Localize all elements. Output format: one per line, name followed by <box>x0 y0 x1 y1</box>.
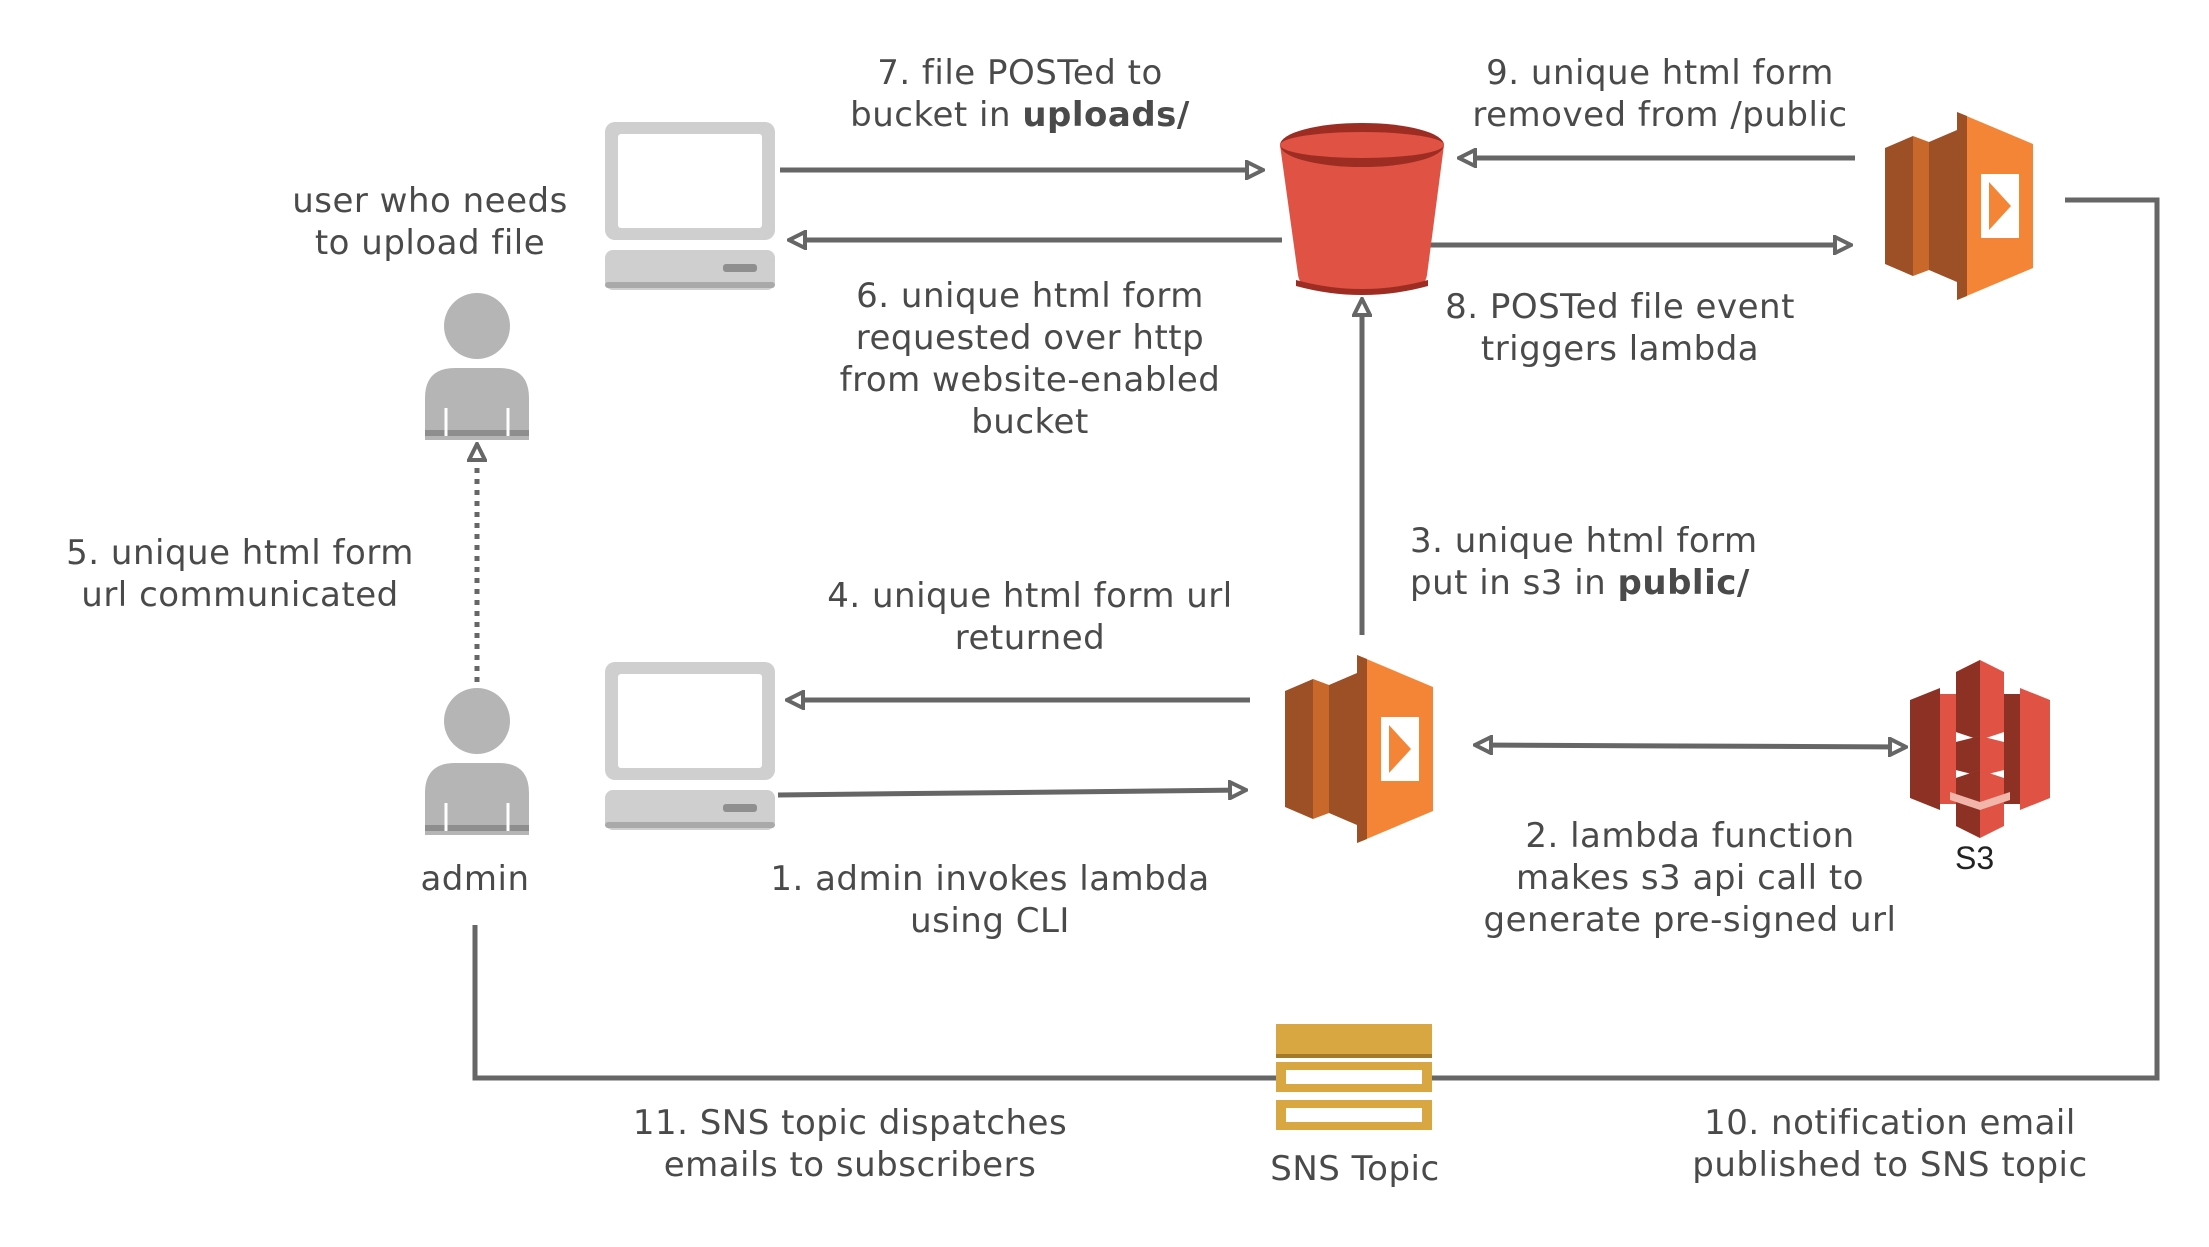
step7-text: 7. file POSTed to bucket in <box>850 53 1163 135</box>
step10-text: 10. notification email published to SNS … <box>1692 1103 2088 1185</box>
s3-service-icon <box>1910 660 2050 838</box>
step11-label: 11. SNS topic dispatches emails to subsc… <box>590 1102 1110 1186</box>
step2-text: 2. lambda function makes s3 api call to … <box>1483 816 1897 940</box>
step9-text: 9. unique html form removed from /public <box>1472 53 1848 135</box>
step3-label: 3. unique html form put in s3 in public/ <box>1410 520 1830 604</box>
step6-label: 6. unique html form requested over http … <box>780 275 1280 443</box>
lambda-icon-middle <box>1285 655 1433 843</box>
step6-text: 6. unique html form requested over http … <box>839 276 1221 442</box>
step8-label: 8. POSTed file event triggers lambda <box>1410 286 1830 370</box>
user-person-icon <box>425 293 529 440</box>
step10-label: 10. notification email published to SNS … <box>1640 1102 2140 1186</box>
lambda-icon-top <box>1885 112 2033 300</box>
line-step11 <box>472 925 1276 1081</box>
user-label: user who needs to upload file <box>270 180 590 264</box>
step7-label: 7. file POSTed to bucket in uploads/ <box>770 52 1270 136</box>
step2-label: 2. lambda function makes s3 api call to … <box>1440 815 1940 941</box>
arrow-step1 <box>777 790 1245 795</box>
step1-text: 1. admin invokes lambda using CLI <box>770 859 1210 941</box>
step5-text: 5. unique html form url communicated <box>66 533 414 615</box>
s3-service-label-text: S3 <box>1955 840 1995 876</box>
step4-text: 4. unique html form url returned <box>827 576 1233 658</box>
s3-bucket-icon <box>1280 123 1444 295</box>
line-step10 <box>1432 197 2160 1081</box>
admin-person-icon <box>425 688 529 835</box>
sns-label-text: SNS Topic <box>1270 1149 1440 1189</box>
s3-service-label: S3 <box>1955 840 1994 877</box>
step8-text: 8. POSTed file event triggers lambda <box>1445 287 1795 369</box>
user-label-text: user who needs to upload file <box>292 181 568 263</box>
step1-label: 1. admin invokes lambda using CLI <box>740 858 1240 942</box>
step7-bold: uploads/ <box>1022 95 1190 135</box>
computer-icon-admin <box>605 662 775 830</box>
step3-text: 3. unique html form put in s3 in <box>1410 521 1758 603</box>
sns-label: SNS Topic <box>1220 1148 1490 1190</box>
admin-label-text: admin <box>420 859 530 899</box>
connectors <box>472 158 2160 1081</box>
admin-label: admin <box>375 858 575 900</box>
step3-bold: public/ <box>1617 563 1750 603</box>
step9-label: 9. unique html form removed from /public <box>1440 52 1880 136</box>
step11-text: 11. SNS topic dispatches emails to subsc… <box>632 1103 1068 1185</box>
arrow-step2 <box>1476 745 1905 747</box>
step5-label: 5. unique html form url communicated <box>40 532 440 616</box>
step4-label: 4. unique html form url returned <box>780 575 1280 659</box>
computer-icon-user <box>605 122 775 290</box>
sns-topic-icon <box>1276 1024 1432 1130</box>
